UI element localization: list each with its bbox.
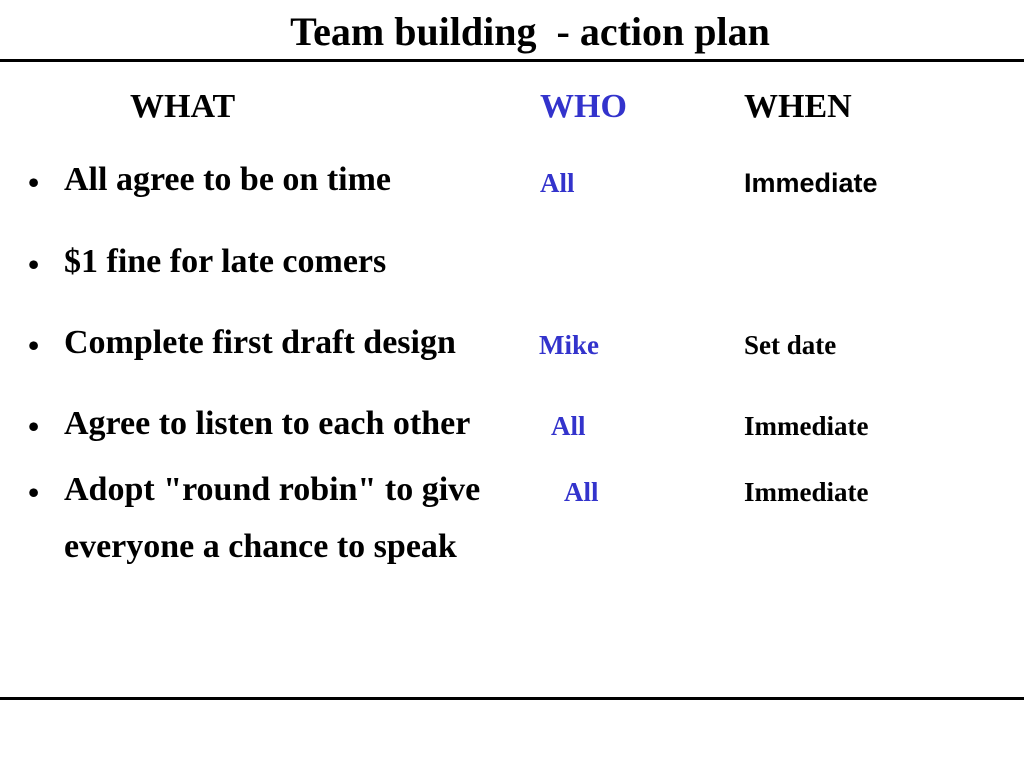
page-title: Team building - action plan	[290, 9, 770, 54]
action-when: Immediate	[744, 411, 869, 441]
action-when: Immediate	[744, 477, 869, 507]
bottom-divider	[0, 697, 1024, 700]
bullet-marker: •	[28, 474, 40, 510]
column-header-when: WHEN	[744, 88, 852, 125]
top-divider	[0, 59, 1024, 62]
bullet-marker: •	[28, 327, 40, 363]
action-what: All agree to be on time	[64, 161, 392, 198]
action-what: Complete first draft design	[64, 324, 456, 361]
column-header-what: WHAT	[130, 88, 236, 125]
column-header-who: WHO	[540, 88, 627, 125]
action-who: Mike	[539, 330, 599, 360]
action-who: All	[564, 477, 599, 507]
action-what-line-2: everyone a chance to speak	[64, 528, 457, 565]
action-what: $1 fine for late comers	[64, 243, 387, 280]
action-when: Immediate	[744, 168, 878, 198]
action-who: All	[540, 168, 575, 198]
action-what: Agree to listen to each other	[64, 405, 471, 442]
bullet-marker: •	[28, 164, 40, 200]
bullet-marker: •	[28, 246, 40, 282]
bullet-marker: •	[28, 408, 40, 444]
action-who: All	[551, 411, 586, 441]
action-when: Set date	[744, 330, 837, 360]
action-what-line-1: Adopt "round robin" to give	[64, 471, 481, 508]
